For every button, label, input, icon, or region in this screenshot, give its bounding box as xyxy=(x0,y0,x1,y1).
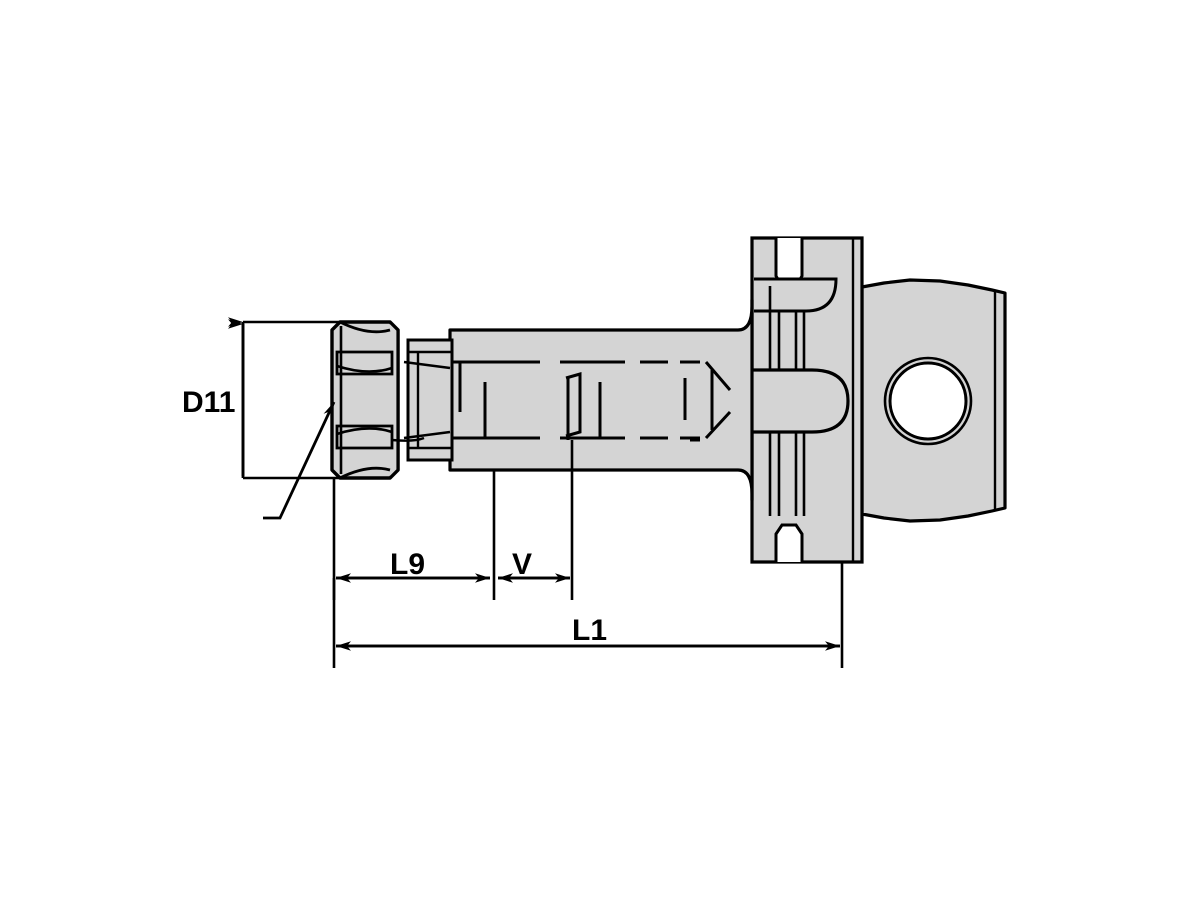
flange-bottom-notch xyxy=(774,523,804,562)
l9-label: L9 xyxy=(390,548,425,581)
drive-bore-chamfer xyxy=(883,356,973,446)
nose-taper-bottom xyxy=(403,430,451,440)
drive-bore-hole xyxy=(888,361,968,441)
collet-nut-right-wall xyxy=(388,320,400,480)
collet-nut-bottom-curve xyxy=(339,466,391,480)
nose-taper-top xyxy=(403,360,451,370)
dimension-l1: L1 xyxy=(332,562,844,668)
v-label: V xyxy=(512,548,532,581)
leader-line xyxy=(263,401,336,520)
flange-top-scallop xyxy=(754,277,838,313)
nose-thread-section xyxy=(403,338,454,462)
chuck-body-hidden-lines xyxy=(452,360,732,442)
hsk-flange xyxy=(750,236,864,564)
collet-nut xyxy=(330,320,425,480)
hsk-taper-shank xyxy=(860,278,1007,523)
nose-outline xyxy=(406,338,454,462)
tool-holder-geometry xyxy=(330,236,1007,564)
d11-label: D11 xyxy=(182,386,235,419)
collet-nut-lower-extend xyxy=(391,436,425,442)
collet-nut-leader xyxy=(263,401,336,520)
dimension-l9-v: L9 V xyxy=(332,440,574,600)
dimension-d11: D11 xyxy=(182,317,345,480)
flange-drive-slot xyxy=(752,368,850,434)
l1-label: L1 xyxy=(572,614,607,647)
chuck-body xyxy=(448,298,754,502)
collet-nut-top-curve xyxy=(339,320,391,334)
